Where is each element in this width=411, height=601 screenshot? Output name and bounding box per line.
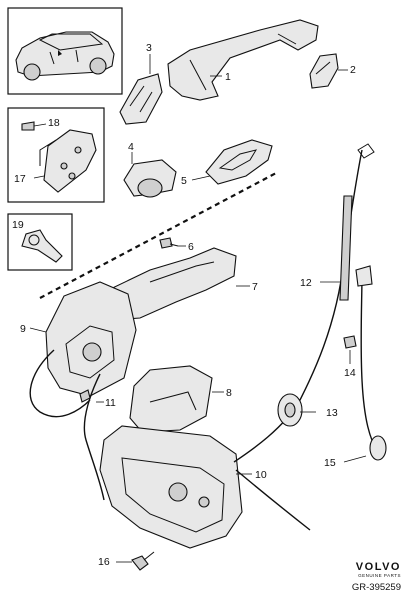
part-12-release-cable	[233, 143, 375, 463]
brand-block: VOLVO GENUINE PARTS GR-395259	[351, 561, 401, 594]
inset-box-19	[7, 213, 73, 271]
car-thumbnail	[7, 7, 123, 95]
callout-16: 16	[98, 556, 110, 568]
callout-6: 6	[188, 241, 194, 253]
part-10-lock-unit	[99, 425, 252, 549]
callout-9: 9	[20, 323, 26, 335]
part-15-rod	[343, 265, 387, 463]
callout-3: 3	[146, 42, 152, 54]
brand-subtitle: GENUINE PARTS	[358, 573, 401, 578]
callout-18: 18	[48, 117, 60, 129]
part-11-cable	[79, 373, 105, 501]
callout-8: 8	[226, 387, 232, 399]
part-1-door-handle	[167, 19, 319, 101]
callout-14: 14	[344, 367, 356, 379]
part-9-module-carrier	[29, 281, 137, 418]
drawing-reference: GR-395259	[351, 582, 401, 593]
part-13-grommet	[277, 393, 316, 427]
part-6-screw	[159, 237, 186, 249]
callout-labels: 1 2 3 4 5 6 7 8 9 10 11 12 13 14 15 16 1…	[12, 42, 356, 568]
callout-4: 4	[128, 141, 134, 153]
callout-1: 1	[225, 71, 231, 83]
callout-10: 10	[255, 469, 267, 481]
callout-13: 13	[326, 407, 338, 419]
brand-logo-text: VOLVO	[355, 561, 401, 573]
callout-12: 12	[300, 277, 312, 289]
inset-box-17-18	[7, 107, 105, 203]
part-8-cover	[129, 365, 224, 433]
callout-19: 19	[12, 219, 24, 231]
part-16-screw	[116, 551, 155, 571]
callout-7: 7	[252, 281, 258, 293]
part-3-housing	[119, 54, 163, 125]
callout-15: 15	[324, 457, 336, 469]
callout-5: 5	[181, 175, 187, 187]
part-5-bezel	[191, 139, 273, 185]
part-14-clip	[343, 335, 357, 364]
callout-17: 17	[14, 173, 26, 185]
callout-11: 11	[105, 397, 116, 409]
part-4-lock-cylinder	[123, 152, 177, 198]
part-2-cover-plate	[309, 53, 348, 89]
callout-2: 2	[350, 64, 356, 76]
outer-cable	[235, 469, 311, 531]
